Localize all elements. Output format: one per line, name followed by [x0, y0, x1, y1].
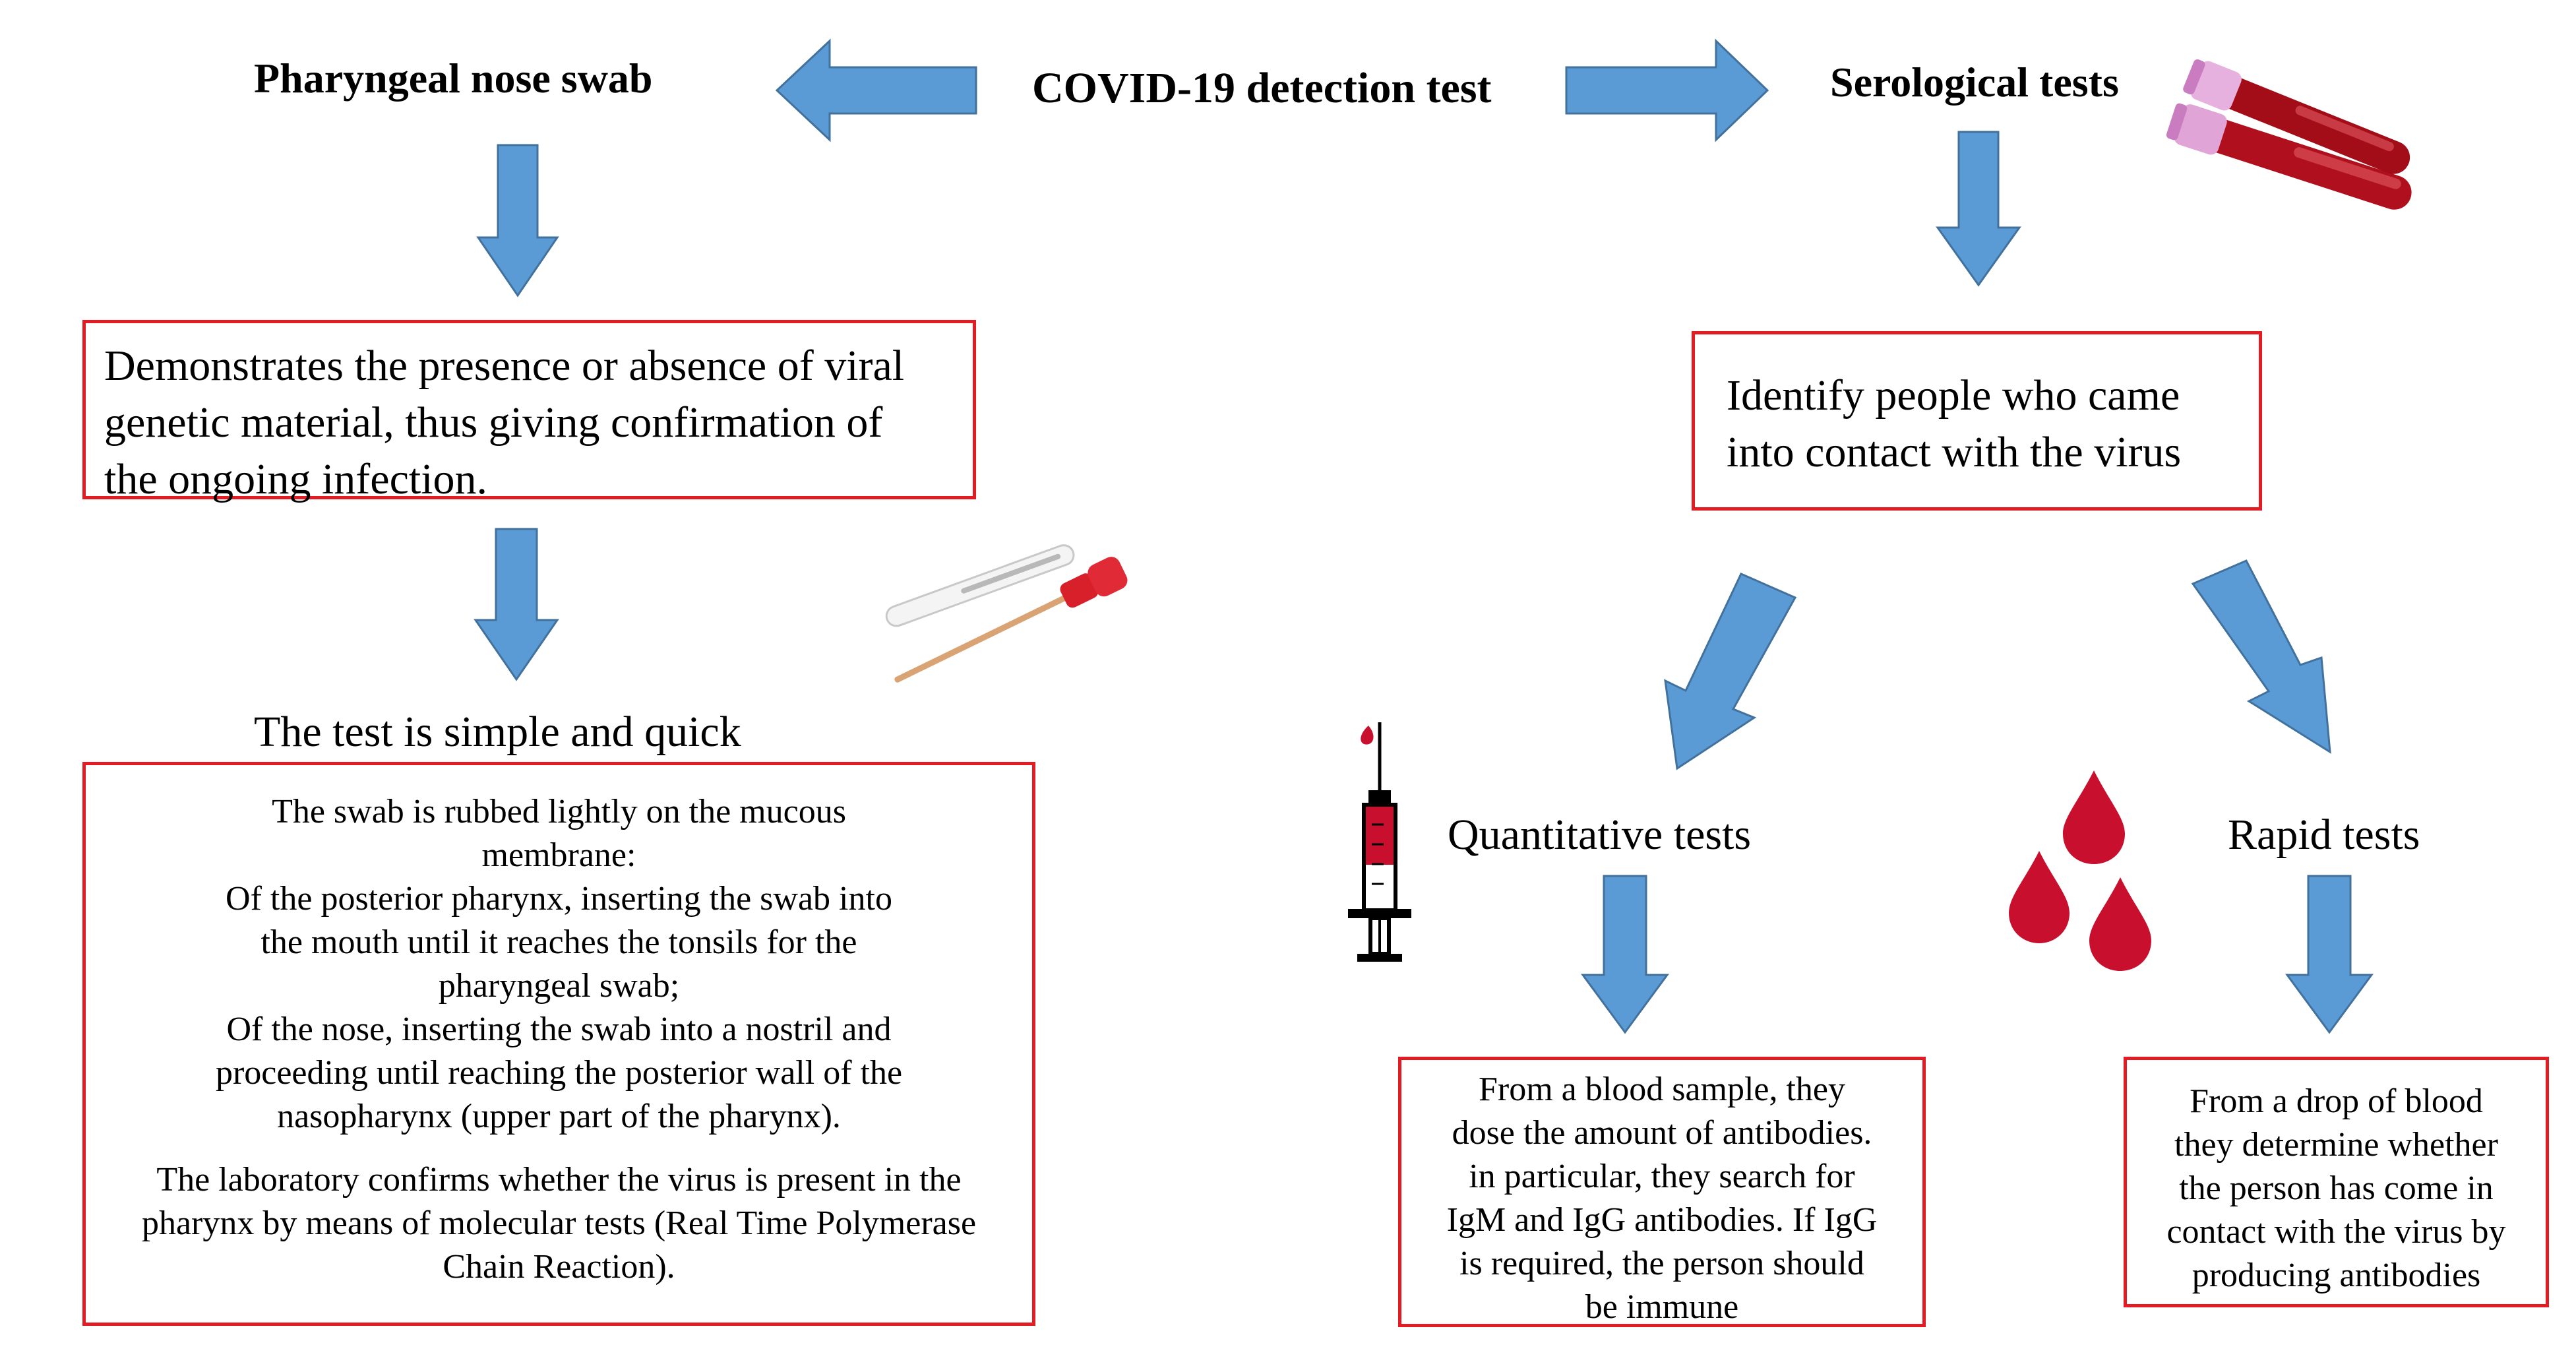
laboratory-line: The laboratory confirms whether the viru…: [156, 1161, 962, 1199]
procedure-line: pharyngeal swab;: [438, 967, 680, 1005]
arrow-down-right-1: [1936, 131, 2021, 287]
contact-identify-line: into contact with the virus: [1727, 428, 2182, 476]
test-tube-icon: [2166, 59, 2412, 210]
blood-drops-icon: [2009, 770, 2151, 971]
left-heading: Pharyngeal nose swab: [254, 55, 653, 102]
rapid-line: contact with the virus by: [2166, 1213, 2506, 1251]
viral-material-line: the ongoing infection.: [104, 455, 488, 503]
arrow-down-left-1: [476, 144, 559, 297]
quantitative-line: From a blood sample, they: [1478, 1071, 1846, 1108]
viral-material-box: Demonstrates the presence or absence of …: [82, 320, 976, 503]
quantitative-line: IgM and IgG antibodies. If IgG: [1446, 1201, 1878, 1239]
procedure-line: the mouth until it reaches the tonsils f…: [261, 923, 857, 961]
arrow-down-quant: [1581, 875, 1669, 1034]
procedure-spacer: [92, 1138, 1026, 1158]
rapid-line: they determine whether: [2174, 1126, 2498, 1164]
quantitative-label: Quantitative tests: [1448, 811, 1752, 859]
rapid-label: Rapid tests: [2228, 811, 2420, 859]
diagram-title: COVID-19 detection test: [1032, 64, 1492, 112]
swab-procedure-box: The swab is rubbed lightly on the mucous…: [82, 762, 1035, 1326]
arrow-down-rapid: [2285, 875, 2374, 1034]
contact-identify-box: Identify people who came into contact wi…: [1692, 331, 2262, 511]
procedure-line: The swab is rubbed lightly on the mucous: [272, 793, 846, 830]
viral-material-line: Demonstrates the presence or absence of …: [104, 342, 905, 390]
laboratory-line: pharynx by means of molecular tests (Rea…: [141, 1204, 977, 1242]
quantitative-line: in particular, they search for: [1469, 1158, 1855, 1195]
procedure-line: nasopharynx (upper part of the pharynx).: [277, 1098, 841, 1135]
quantitative-line: dose the amount of antibodies.: [1452, 1114, 1872, 1152]
rapid-line: From a drop of blood: [2190, 1082, 2483, 1120]
contact-identify-line: Identify people who came: [1727, 371, 2180, 420]
rapid-line: the person has come in: [2179, 1169, 2494, 1207]
arrow-diag-right: [2191, 559, 2331, 754]
procedure-line: membrane:: [481, 836, 636, 874]
rapid-box: From a drop of blood they determine whet…: [2124, 1057, 2549, 1307]
procedure-line: proceeding until reaching the posterior …: [215, 1054, 903, 1092]
swab-icon: [885, 544, 1128, 683]
quantitative-box: From a blood sample, they dose the amoun…: [1398, 1057, 1926, 1327]
arrow-diag-left: [1664, 573, 1797, 770]
quantitative-line: is required, the person should: [1459, 1245, 1864, 1282]
arrow-down-left-2: [474, 528, 559, 681]
arrow-left: [775, 38, 977, 142]
syringe-icon: [1348, 722, 1411, 962]
arrow-right: [1565, 38, 1769, 142]
right-heading: Serological tests: [1830, 59, 2119, 106]
viral-material-line: genetic material, thus giving confirmati…: [104, 398, 883, 447]
procedure-line: Of the nose, inserting the swab into a n…: [226, 1011, 892, 1048]
rapid-line: producing antibodies: [2192, 1257, 2481, 1294]
laboratory-line: Chain Reaction).: [443, 1248, 675, 1286]
procedure-line: Of the posterior pharynx, inserting the …: [226, 880, 892, 918]
simple-quick-heading: The test is simple and quick: [254, 708, 741, 756]
quantitative-line: be immune: [1585, 1288, 1739, 1326]
